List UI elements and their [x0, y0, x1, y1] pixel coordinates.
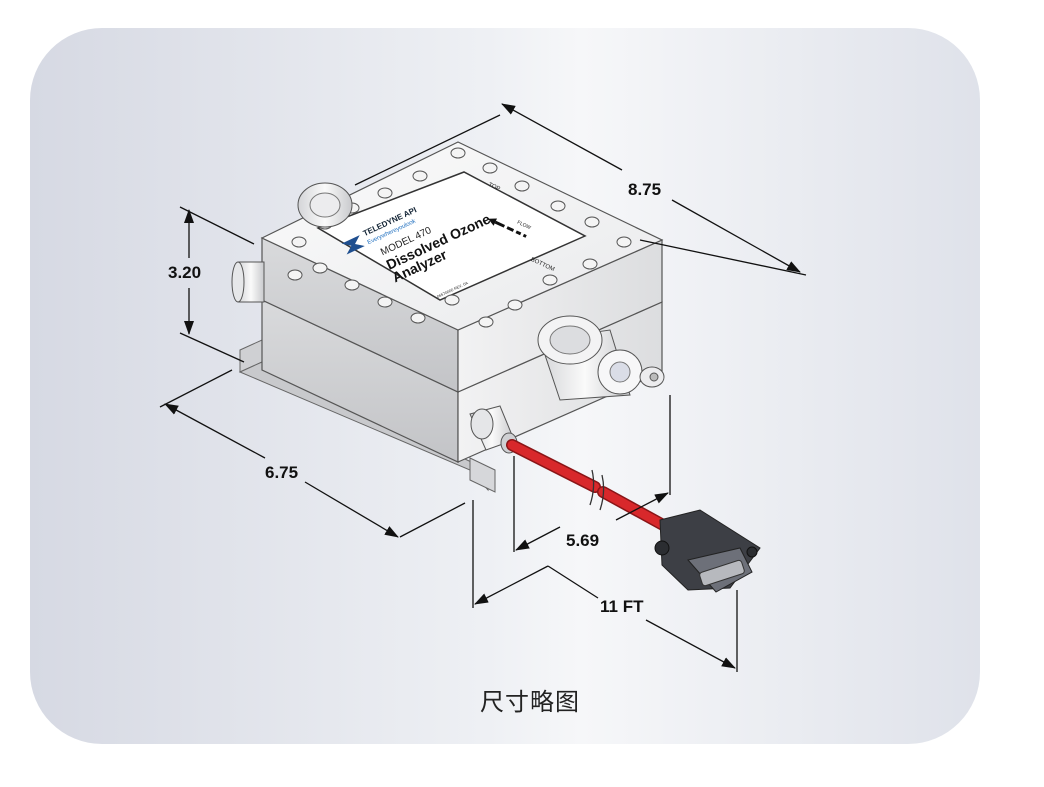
analyzer-enclosure: TELEDYNE API Everywhereyoulook MODEL 470…	[231, 141, 665, 493]
width-dimension: 6.75	[265, 463, 298, 482]
dimension-drawing: TELEDYNE API Everywhereyoulook MODEL 470…	[159, 103, 807, 672]
height-dimension: 3.20	[168, 263, 201, 282]
length-dimension: 8.75	[628, 180, 661, 199]
teledyne-logo-icon	[341, 235, 365, 255]
label-panel	[316, 171, 587, 301]
top-text: TOP	[487, 182, 501, 193]
side-fitting	[231, 261, 265, 303]
lid-bolts	[287, 147, 632, 328]
cable-length-dimension: 11 FT	[600, 597, 644, 616]
signal-cable	[506, 439, 671, 532]
flow-arrow-icon	[488, 218, 527, 238]
back-fitting	[297, 182, 353, 228]
caption: 尺寸略图	[480, 688, 580, 716]
dimension-lines	[159, 103, 807, 672]
db-connector	[654, 509, 761, 593]
break-mark	[589, 469, 595, 506]
cable-offset-dimension: 5.69	[566, 531, 599, 550]
flow-text: FLOW	[516, 220, 532, 232]
drawing-card: TELEDYNE API Everywhereyoulook MODEL 470…	[30, 28, 980, 744]
front-fitting	[537, 315, 665, 401]
